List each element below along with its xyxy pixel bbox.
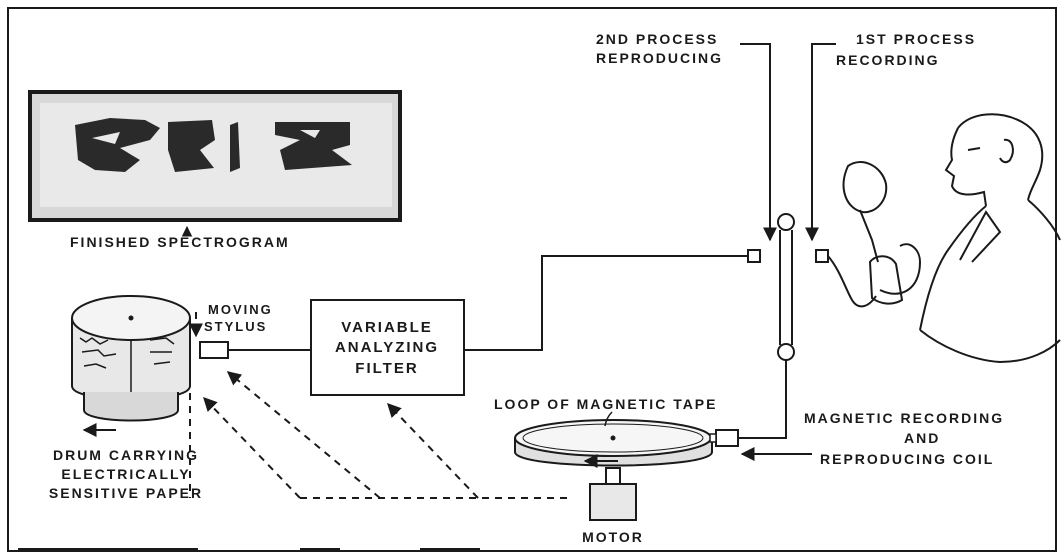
motor: [589, 467, 637, 521]
motor-label: MOTOR: [582, 529, 644, 545]
bottom-bar-right: [420, 548, 480, 551]
process2-label-line1: 2ND PROCESS: [596, 31, 718, 47]
filter-label-line1: VARIABLE: [341, 319, 433, 336]
coil-label-line1: MAGNETIC RECORDING: [804, 410, 1004, 426]
coil-wire: [738, 360, 787, 439]
process1-label-line1: 1ST PROCESS: [856, 31, 976, 47]
process2-leader: [740, 43, 777, 242]
selector-switch: [777, 213, 795, 361]
spectrogram-label: FINISHED SPECTROGRAM: [70, 234, 290, 250]
record-terminal: [815, 249, 829, 263]
speaker-person: [827, 113, 1061, 364]
filter-label-line2: ANALYZING: [335, 339, 439, 356]
moving-stylus: [199, 341, 229, 359]
coil-contact: [709, 433, 717, 443]
process1-leader: [805, 43, 836, 242]
analyzing-filter-box: [310, 299, 465, 396]
bottom-bar-left: [18, 548, 198, 551]
drive-link-drum: [203, 396, 301, 499]
drum-label-line2: ELECTRICALLY: [61, 466, 190, 482]
spectrogram-image: [28, 90, 402, 222]
magnetic-tape-loop: [514, 419, 713, 468]
coil-label-line3: REPRODUCING COIL: [820, 451, 994, 467]
bottom-bar-mid: [300, 548, 340, 551]
process2-label-line2: REPRODUCING: [596, 50, 723, 66]
tape-label: LOOP OF MAGNETIC TAPE: [494, 396, 718, 412]
recording-drum: [71, 295, 191, 437]
drive-link-stylus: [226, 371, 381, 499]
coil-label-line2: AND: [904, 430, 940, 446]
stylus-label-line2: STYLUS: [204, 319, 267, 334]
tape-label-pointer: [604, 411, 613, 427]
reproduce-terminal: [747, 249, 761, 263]
magnetic-coil: [715, 429, 739, 447]
drum-label-line3: SENSITIVE PAPER: [49, 485, 203, 501]
filter-input-wire: [464, 255, 748, 351]
drive-link-filter: [387, 402, 479, 499]
stylus-label-line1: MOVING: [208, 302, 273, 317]
filter-label-line3: FILTER: [355, 360, 418, 377]
drum-label-line1: DRUM CARRYING: [53, 447, 199, 463]
process1-label-line2: RECORDING: [836, 52, 940, 68]
